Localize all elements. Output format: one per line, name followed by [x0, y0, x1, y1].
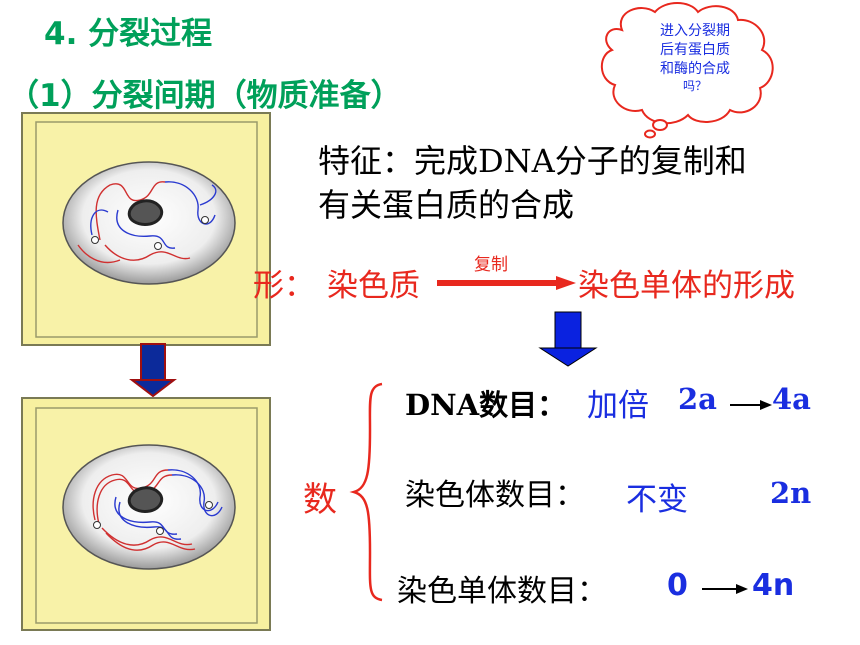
blue-down-arrow [538, 311, 598, 367]
chromatid-change-arrow [702, 584, 748, 594]
bubble-line-4: 吗？ [682, 79, 707, 93]
interphase-cell-top [21, 112, 271, 346]
thought-bubble-text: 进入分裂期 后有蛋白质 和酶的合成 吗？ [634, 22, 756, 93]
bubble-line-1: 进入分裂期 [660, 23, 730, 39]
process-arrow-down [129, 343, 177, 398]
shape-to: 染色单体的形成 [578, 268, 795, 304]
shape-from: 染色质 [327, 268, 420, 304]
number-label: 数 [303, 480, 337, 520]
replication-arrow [437, 276, 576, 290]
bubble-line-2: 后有蛋白质 [660, 42, 730, 58]
dna-count-label: DNA数目： [405, 388, 567, 422]
chromosome-count-label: 染色体数目： [405, 478, 585, 513]
chromosome-change: 不变 [626, 482, 688, 518]
chromatids-bottom [92, 469, 223, 551]
replication-label: 复制 [474, 255, 508, 275]
chromatid-from: 0 [667, 568, 688, 603]
feature-line-1: 特征：完成DNA分子的复制和 [318, 142, 747, 180]
dna-to: 4a [772, 382, 811, 416]
subtitle: （1）分裂间期（物质准备） [8, 78, 402, 114]
dna-from: 2a [678, 382, 717, 416]
bubble-line-3: 和酶的合成 [660, 61, 730, 77]
interphase-cell-bottom [21, 397, 271, 631]
chromatid-count-label: 染色单体数目： [397, 574, 607, 609]
chromatid-to: 4n [752, 568, 795, 603]
dna-change: 加倍 [587, 388, 649, 424]
feature-line-2: 有关蛋白质的合成 [318, 186, 575, 224]
chromatin-top [77, 181, 217, 264]
shape-prefix: 形： [253, 268, 315, 304]
section-title: 4. 分裂过程 [44, 16, 213, 52]
curly-brace [349, 382, 383, 602]
thought-bubble-cloud [600, 2, 774, 139]
dna-change-arrow [730, 400, 772, 410]
chromosome-value: 2n [770, 476, 812, 510]
